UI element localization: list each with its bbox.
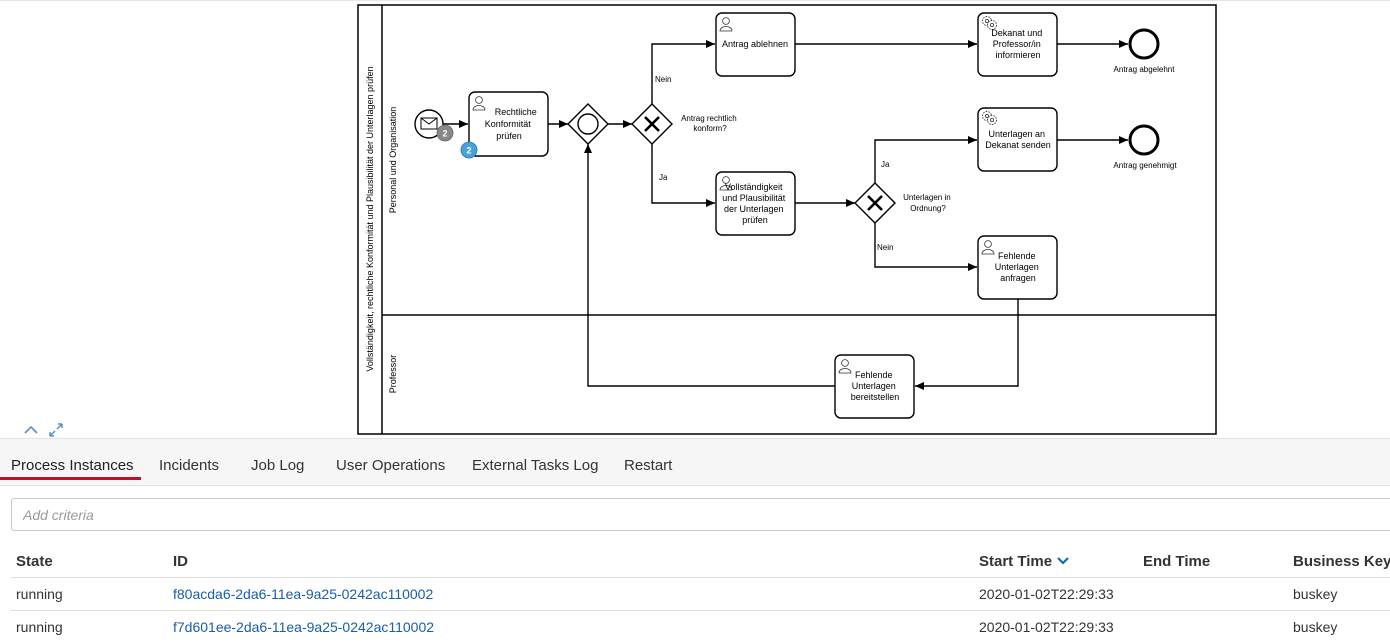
cell-business-key: buskey: [1293, 586, 1338, 602]
tab-process-instances[interactable]: Process Instances: [11, 457, 134, 474]
tab-job-log[interactable]: Job Log: [251, 457, 305, 474]
pool-label: Vollständigkeit, rechtliche Konformität …: [365, 66, 375, 371]
task-antrag-ablehnen[interactable]: Antrag ablehnen: [715, 12, 796, 77]
end-event-abgelehnt[interactable]: [1128, 28, 1160, 60]
task-rechtliche-konformitaet[interactable]: Rechtliche Konformität prüfen: [468, 91, 549, 157]
column-header-id[interactable]: ID: [173, 553, 188, 570]
svg-text:Unterlagen an Dekanat: Unterlagen an Dekanat senden: [985, 129, 1051, 150]
pool: [357, 4, 1217, 435]
column-header-business-key[interactable]: Business Key: [1293, 553, 1390, 570]
lane-label-personal: Personal und Organisation: [388, 107, 398, 214]
cell-business-key: buskey: [1293, 619, 1338, 635]
flow-label-ja-right: Ja: [881, 160, 890, 169]
table-row: running f7d601ee-2da6-11ea-9a25-0242ac11…: [11, 610, 1390, 643]
active-tab-indicator: [0, 477, 141, 480]
gateway-ordnung-label: Unterlagen in Ordnung?: [903, 193, 953, 213]
flow-label-nein: Nein: [655, 75, 671, 84]
flow-label-nein-bottom: Nein: [877, 243, 893, 252]
tab-incidents[interactable]: Incidents: [159, 457, 220, 474]
table-row: running f80acda6-2da6-11ea-9a25-0242ac11…: [11, 577, 1390, 610]
task-dekanat-informieren[interactable]: Dekanat und Professor/in informieren: [977, 12, 1058, 77]
end-event-genehmigt-label: Antrag genehmigt: [1113, 161, 1177, 170]
search-criteria-input[interactable]: [12, 499, 1390, 530]
column-header-state[interactable]: State: [16, 553, 53, 570]
tab-bar: Process Instances Incidents Job Log User…: [0, 438, 1390, 486]
svg-text:Vollständigkeit und Pl: Vollständigkeit und Plausibilität der Un…: [722, 182, 788, 225]
task-vollstaendigkeit-pruefen[interactable]: Vollständigkeit und Plausibilität der Un…: [715, 171, 796, 236]
task-instance-count-badge: 2: [460, 141, 478, 159]
svg-text:Fehlende Unterlagen: Fehlende Unterlagen bereitstellen: [851, 370, 900, 402]
sort-desc-icon[interactable]: [1057, 553, 1069, 569]
end-event-abgelehnt-label: Antrag abgelehnt: [1114, 65, 1176, 74]
tab-external-tasks-log[interactable]: External Tasks Log: [472, 457, 599, 474]
column-header-start-time[interactable]: Start Time: [979, 553, 1069, 570]
svg-text:2: 2: [466, 146, 471, 156]
cell-state: running: [16, 619, 63, 635]
sequence-flows: [443, 40, 1128, 390]
cell-instance-id-link[interactable]: f7d601ee-2da6-11ea-9a25-0242ac110002: [173, 619, 435, 635]
gateway-konform-label: Antrag rechtlich konform?: [681, 114, 739, 133]
bpmn-diagram[interactable]: Vollständigkeit, rechtliche Konformität …: [0, 1, 1390, 439]
lane-label-professor: Professor: [388, 355, 398, 394]
cell-state: running: [16, 586, 63, 602]
message-start-event[interactable]: [414, 109, 444, 139]
chevron-up-icon: [24, 425, 38, 434]
maximize-diagram-button[interactable]: [47, 421, 65, 439]
gateway-unterlagen-ordnung[interactable]: [854, 182, 896, 224]
cell-instance-id-link[interactable]: f80acda6-2da6-11ea-9a25-0242ac110002: [173, 586, 434, 602]
svg-text:2: 2: [442, 129, 447, 139]
task-unterlagen-senden[interactable]: Unterlagen an Dekanat senden: [977, 107, 1058, 172]
collapse-diagram-button[interactable]: [22, 421, 40, 439]
task-fehlende-unterlagen-anfragen[interactable]: Fehlende Unterlagen anfragen: [977, 235, 1058, 300]
cell-start-time: 2020-01-02T22:29:33: [979, 586, 1114, 602]
tab-user-operations[interactable]: User Operations: [336, 457, 446, 474]
svg-text:Fehlende Unterlagen: Fehlende Unterlagen anfragen: [995, 251, 1042, 283]
start-event-count-badge: 2: [436, 124, 454, 142]
gateway-antrag-konform[interactable]: [631, 103, 673, 145]
svg-text:Rechtliche Konformität: Rechtliche Konformität prüfen: [485, 107, 540, 141]
column-header-end-time[interactable]: End Time: [1143, 553, 1211, 570]
end-event-genehmigt[interactable]: [1128, 124, 1160, 156]
search-criteria-box: [11, 498, 1390, 531]
diagram-area: Vollständigkeit, rechtliche Konformität …: [0, 0, 1390, 438]
expand-icon: [49, 423, 63, 437]
task-fehlende-unterlagen-bereitstellen[interactable]: Fehlende Unterlagen bereitstellen: [834, 354, 915, 419]
tab-restart[interactable]: Restart: [624, 457, 673, 474]
column-header-start-time-label: Start Time: [979, 553, 1053, 570]
flow-label-ja: Ja: [659, 173, 668, 182]
svg-text:Dekanat und Professor/: Dekanat und Professor/in informieren: [991, 28, 1045, 60]
joining-gateway[interactable]: [567, 103, 609, 145]
svg-text:Antrag ablehnen: Antrag ablehnen: [722, 39, 788, 49]
cell-start-time: 2020-01-02T22:29:33: [979, 619, 1114, 635]
